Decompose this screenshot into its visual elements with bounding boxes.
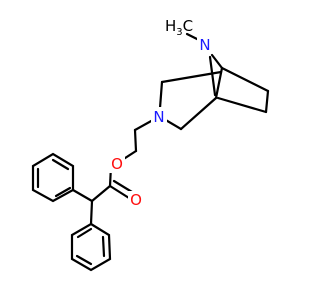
phenyl-lower-double-2: [76, 227, 93, 239]
methyl-h: H: [165, 17, 176, 35]
bond-ccarbonyl-ocarbonyl-2: [112, 179, 134, 194]
methyl-c: C: [183, 17, 193, 35]
bond-c1-c2: [160, 70, 223, 84]
structure-canvas: H3C N N O O: [31, 17, 270, 272]
phenyl-lower-double-3: [75, 254, 93, 266]
bond-c2-nring: [158, 80, 164, 110]
bond-ch2a-ch2b: [133, 128, 138, 153]
bond-nbridge-c5: [208, 55, 217, 97]
phenyl-lower-double-1: [101, 235, 106, 258]
atom-n-methyl: N: [199, 36, 210, 54]
o-carbonyl-label-bg: [128, 191, 144, 209]
n-methyl-label-bg: [197, 34, 213, 52]
atom-o-ether: O: [111, 155, 123, 173]
phenyl-ring-upper: [31, 152, 75, 203]
bond-c4-c5: [179, 96, 218, 131]
bond-c1-c6: [220, 66, 270, 93]
atom-o-carbonyl: O: [130, 191, 142, 209]
structure-diagram: H3C N N O O: [31, 17, 270, 272]
o-ether-label-bg: [109, 155, 125, 173]
bond-ccarbonyl-ocarbonyl-1: [108, 184, 131, 200]
phenyl-ring-lower: [70, 222, 112, 272]
phenyl-upper-double-1: [51, 158, 70, 171]
methyl-subscript: 3: [176, 27, 182, 38]
n-ring-label-bg: [151, 107, 167, 125]
bond-c6-c7: [264, 89, 270, 114]
bond-nbridge-c1: [210, 53, 224, 70]
phenyl-upper-double-3: [54, 186, 72, 198]
bond-ch-ph1: [71, 188, 94, 203]
bond-c7-c5: [216, 96, 268, 114]
bond-ccarbonyl-ch: [90, 184, 112, 203]
bond-nring-ch2a: [133, 118, 155, 132]
bond-ch-ph2: [89, 199, 94, 226]
methyl-label: H3C: [165, 17, 193, 38]
atom-n-ring: N: [153, 108, 164, 126]
